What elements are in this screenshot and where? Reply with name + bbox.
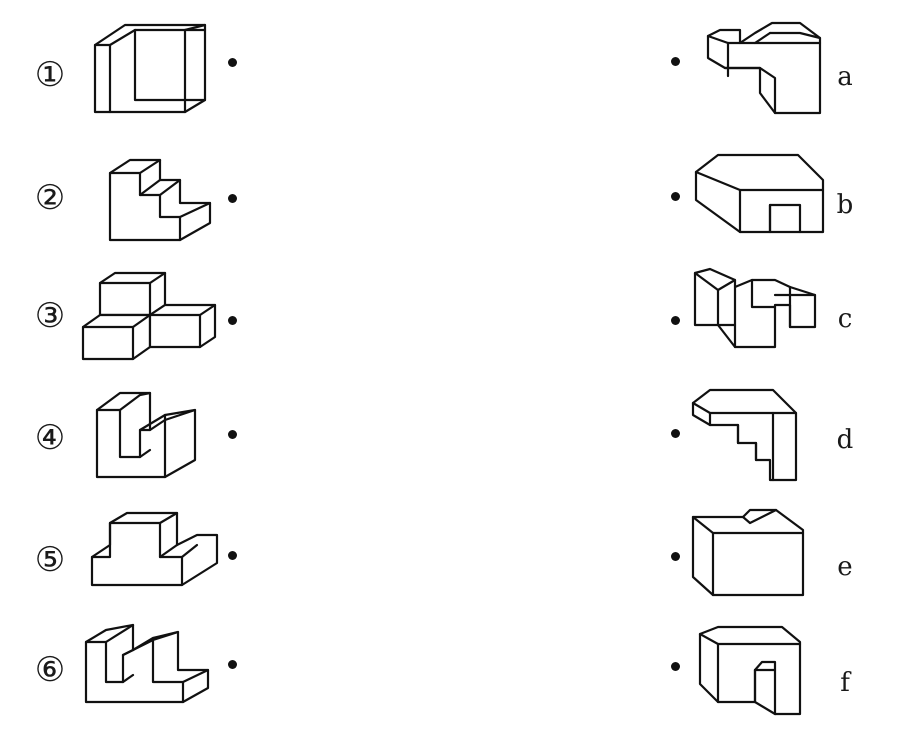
right-connector-dot-b[interactable] <box>671 192 680 201</box>
slotted-box-icon <box>698 625 802 716</box>
left-marker-3: ③ <box>34 296 66 336</box>
right-label-a: a <box>837 62 853 92</box>
right-label-f: f <box>840 668 850 698</box>
left-marker-1: ① <box>34 55 66 95</box>
tall-c-block-icon <box>93 23 207 114</box>
left-connector-dot-6[interactable] <box>228 660 237 669</box>
slotted-slab-icon <box>694 153 825 234</box>
t-stepped-block-icon <box>90 511 219 587</box>
stacked-cubes-icon <box>81 271 217 361</box>
left-connector-dot-3[interactable] <box>228 316 237 325</box>
left-marker-4: ④ <box>34 418 66 458</box>
right-connector-dot-d[interactable] <box>671 429 680 438</box>
right-label-e: e <box>837 552 853 582</box>
stepped-underside-block-icon <box>691 388 798 482</box>
notched-corner-block-icon <box>706 21 822 115</box>
right-connector-dot-c[interactable] <box>671 316 680 325</box>
right-connector-dot-e[interactable] <box>671 552 680 561</box>
left-marker-5: ⑤ <box>34 540 66 580</box>
left-connector-dot-4[interactable] <box>228 430 237 439</box>
left-connector-dot-5[interactable] <box>228 551 237 560</box>
right-label-c: c <box>837 304 853 334</box>
right-label-d: d <box>836 425 854 455</box>
u-shaped-block-icon <box>693 267 817 349</box>
left-connector-dot-2[interactable] <box>228 194 237 203</box>
u-channel-block-icon <box>95 391 197 479</box>
left-marker-2: ② <box>34 178 66 218</box>
staircase-block-icon <box>108 158 212 242</box>
notched-box-icon <box>691 508 805 597</box>
left-connector-dot-1[interactable] <box>228 58 237 67</box>
right-connector-dot-f[interactable] <box>671 662 680 671</box>
right-connector-dot-a[interactable] <box>671 57 680 66</box>
right-label-b: b <box>836 190 854 220</box>
left-marker-6: ⑥ <box>34 650 66 690</box>
double-notch-block-icon <box>84 623 210 704</box>
